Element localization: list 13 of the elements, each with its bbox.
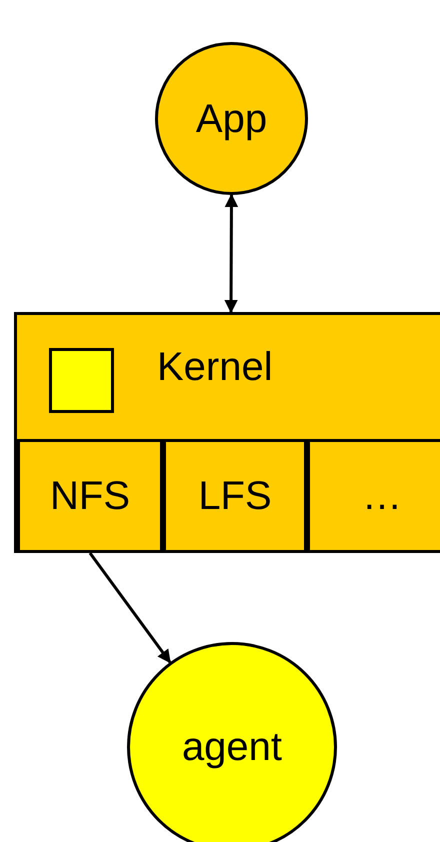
kernel-box (14, 312, 440, 553)
arrow (88, 552, 172, 664)
ellipsis-cell (307, 439, 440, 553)
node-label: NFS (50, 474, 130, 518)
node-label: App (196, 96, 268, 140)
arrow (224, 194, 238, 314)
node-label: agent (182, 725, 282, 769)
node-label: Kernel (157, 345, 273, 389)
lfs-cell (163, 439, 307, 553)
small-square (49, 348, 114, 413)
node-label: … (362, 474, 402, 518)
node-label: LFS (198, 474, 272, 518)
nfs-cell (17, 439, 163, 553)
